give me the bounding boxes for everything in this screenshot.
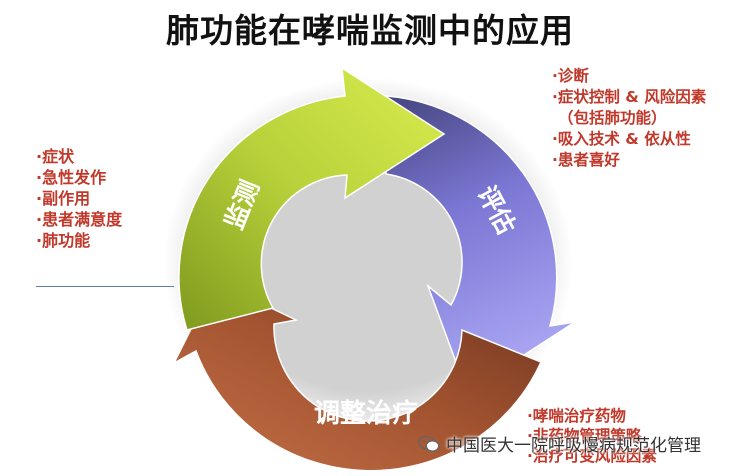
list-item: （包括肺功能） — [558, 109, 667, 127]
assess-items-list: ·诊断 ·症状控制 & 风险因素 （包括肺功能） ·吸入技术 & 依从性 ·患者… — [552, 66, 706, 171]
list-item: ·症状 — [36, 147, 75, 166]
list-item: ·治疗可变风险因素 — [527, 447, 657, 465]
assess-segment — [385, 95, 576, 394]
list-item: ·哮喘治疗药物 — [527, 407, 626, 425]
page-title: 肺功能在哮喘监测中的应用 — [166, 11, 574, 50]
list-item: ·患者喜好 — [552, 151, 620, 169]
wechat-icon — [418, 435, 440, 453]
monitor-items-list: ·症状 ·急性发作 ·副作用 ·患者满意度 ·肺功能 — [36, 146, 122, 251]
list-item: ·副作用 — [36, 189, 91, 208]
watermark-text: 中国医大一院呼吸慢病规范化管理 — [446, 436, 701, 456]
adjust-label: 调整治疗 — [314, 398, 418, 429]
list-item: ·急性发作 — [36, 168, 107, 187]
adjust-items-list: ·哮喘治疗药物 ·非药物管理策略 ·治疗可变风险因素 — [527, 406, 657, 466]
list-item: ·症状控制 & 风险因素 — [552, 88, 707, 106]
list-item: ·非药物管理策略 — [527, 427, 642, 445]
monitor-segment — [178, 66, 446, 331]
list-item: ·患者满意度 — [36, 210, 123, 229]
list-item: ·肺功能 — [36, 231, 91, 250]
divider-line — [36, 286, 174, 287]
watermark: 中国医大一院呼吸慢病规范化管理 — [418, 431, 701, 456]
list-item: ·诊断 — [552, 67, 589, 85]
list-item: ·吸入技术 & 依从性 — [552, 130, 691, 148]
